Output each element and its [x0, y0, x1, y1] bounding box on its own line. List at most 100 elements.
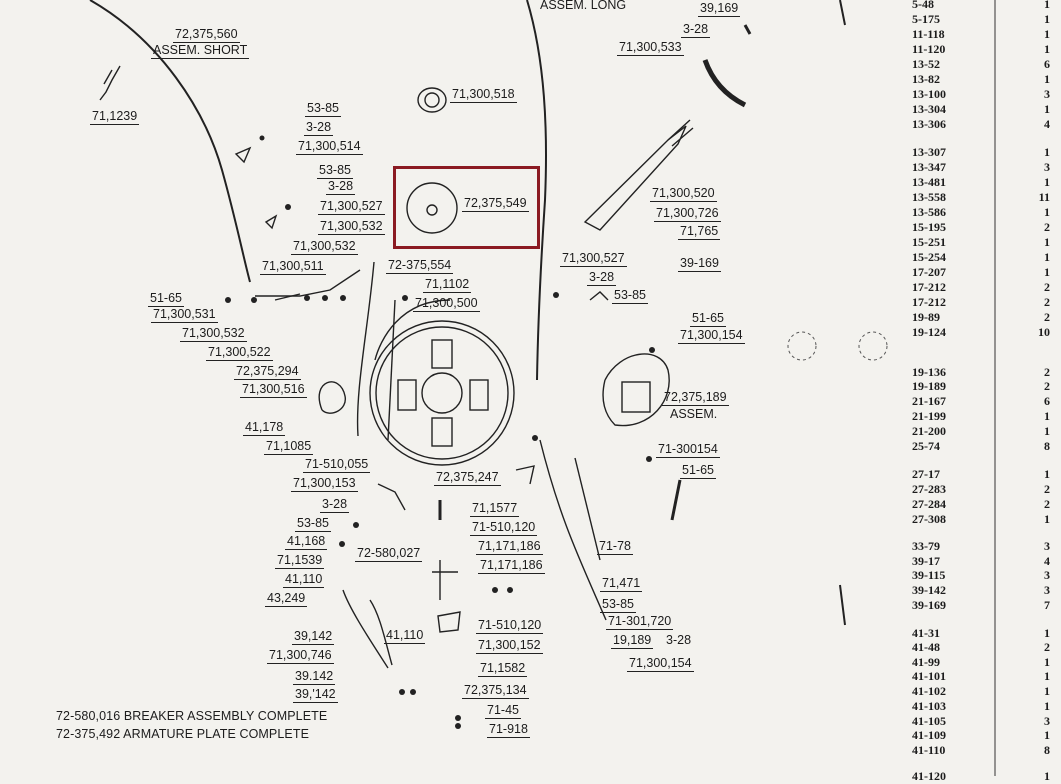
part-number: 21-167 — [912, 394, 946, 408]
callout-label: 72-375,554 — [386, 258, 454, 274]
part-quantity: 11 — [1038, 190, 1050, 204]
part-number: 39-115 — [912, 568, 946, 582]
part-number: 13-481 — [912, 175, 946, 189]
part-number: 13-100 — [912, 87, 946, 101]
part-quantity: 3 — [1044, 714, 1050, 728]
callout-label: 71,300,154 — [678, 328, 745, 344]
part-number: 21-200 — [912, 424, 946, 438]
part-number: 11-118 — [912, 27, 945, 41]
part-quantity: 3 — [1044, 583, 1050, 597]
part-number: 41-103 — [912, 699, 946, 713]
part-quantity: 3 — [1044, 568, 1050, 582]
part-number: 27-17 — [912, 467, 940, 481]
part-number: 21-199 — [912, 409, 946, 423]
part-number: 39-142 — [912, 583, 946, 597]
part-quantity: 3 — [1044, 539, 1050, 553]
long-cable-assembly — [526, 0, 548, 381]
callout-label: 39,'142 — [293, 687, 338, 703]
part-number: 19-136 — [912, 365, 946, 379]
part-quantity: 1 — [1044, 0, 1050, 11]
callout-label: 51-65 — [690, 311, 726, 327]
parts-list-row: 41-110 8 — [905, 743, 1050, 758]
callout-label: 71,300,154 — [627, 656, 694, 672]
callout-label: 19,189 — [611, 633, 654, 649]
part-quantity: 1 — [1044, 655, 1050, 669]
callout-label: 71,300,527 — [560, 251, 627, 267]
callout-label: 39,169 — [698, 1, 741, 17]
part-quantity: 1 — [1044, 145, 1050, 159]
part-quantity: 1 — [1044, 12, 1050, 26]
coil — [417, 87, 447, 113]
part-number: 19-189 — [912, 379, 946, 393]
part-number: 13-52 — [912, 57, 940, 71]
callout-label: ASSEM. LONG — [540, 0, 627, 12]
part-quantity: 2 — [1044, 482, 1050, 496]
part-quantity: 1 — [1044, 699, 1050, 713]
coil-assembly — [602, 353, 670, 427]
callout-label: 53-85 — [317, 163, 353, 179]
callout-label: 71,765 — [678, 224, 721, 240]
parts-list-row: 41-105 3 — [905, 714, 1050, 729]
part-number: 41-105 — [912, 714, 946, 728]
part-quantity: 6 — [1044, 394, 1050, 408]
loop-spring — [318, 381, 346, 414]
part-number: 27-284 — [912, 497, 946, 511]
part-number: 17-212 — [912, 295, 946, 309]
callout-label: 71,1577 — [470, 501, 520, 517]
callout-label: 71,1582 — [478, 661, 528, 677]
callout-label: 71,300,511 — [260, 259, 326, 275]
part-number: 11-120 — [912, 42, 946, 56]
part-number: 41-99 — [912, 655, 940, 669]
part-number: 15-254 — [912, 250, 946, 264]
part-quantity: 8 — [1044, 743, 1050, 757]
callout-label: 71,171,186 — [478, 558, 545, 574]
part-number: 13-586 — [912, 205, 946, 219]
callout-label: ASSEM. SHORT — [151, 43, 250, 59]
part-quantity: 4 — [1044, 117, 1050, 131]
callout-label: 39,142 — [292, 629, 335, 645]
callout-label: 53-85 — [295, 516, 331, 532]
callout-label: 72,375,134 — [462, 683, 529, 699]
footer-armature-plate: 72-375,492 ARMATURE PLATE COMPLETE — [56, 727, 310, 741]
part-number: 41-48 — [912, 640, 940, 654]
parts-list-row: 41-99 1 — [905, 655, 1050, 670]
callout-label: 72,375,189 — [662, 390, 729, 406]
callout-label: 72-580,027 — [355, 546, 423, 562]
parts-list-row: 39-115 3 — [905, 568, 1050, 583]
callout-label: 71,300,500 — [413, 296, 480, 312]
part-quantity: 1 — [1044, 424, 1050, 438]
callout-label: 71,300,516 — [240, 382, 307, 398]
parts-list-row: 11-120 1 — [905, 42, 1050, 57]
callout-label: 71,300,514 — [296, 139, 363, 155]
part-number: 41-110 — [912, 743, 946, 757]
callout-label: 71,300,531 — [151, 307, 218, 323]
callout-label: 71-78 — [597, 539, 633, 555]
callout-label: 71,1085 — [264, 439, 314, 455]
callout-label: 71,471 — [600, 576, 643, 592]
part-quantity: 1 — [1044, 42, 1050, 56]
callout-label: 51-65 — [148, 291, 184, 307]
part-number: 5-175 — [912, 12, 940, 26]
wire — [356, 261, 375, 437]
part-number: 13-304 — [912, 102, 946, 116]
